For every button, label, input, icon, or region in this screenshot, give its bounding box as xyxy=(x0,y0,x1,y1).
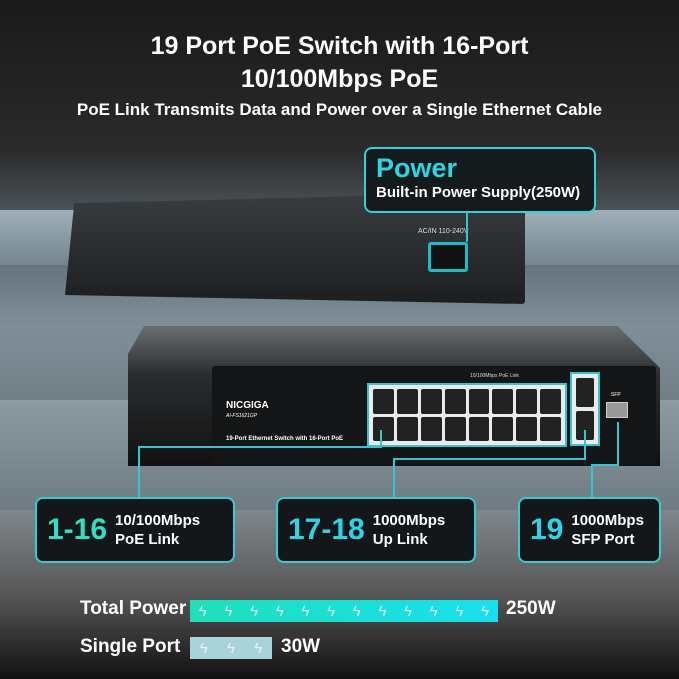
lightning-bolt-icon: ϟ xyxy=(250,602,259,620)
port xyxy=(492,389,514,414)
sfp-label: SFP xyxy=(611,392,621,398)
lightning-bolt-icon: ϟ xyxy=(455,602,464,620)
lightning-bolt-icon: ϟ xyxy=(378,602,387,620)
power-desc: Built-in Power Supply(250W) xyxy=(376,184,581,201)
connector-line xyxy=(138,446,140,498)
headline-line1: 19 Port PoE Switch with 16-Port xyxy=(150,32,529,60)
lightning-bolt-icon: ϟ xyxy=(224,602,233,620)
total-power-label: Total Power xyxy=(80,598,187,619)
lightning-bolt-icon: ϟ xyxy=(327,602,336,620)
lightning-bolt-icon: ϟ xyxy=(404,602,413,620)
callout-line2: Up Link xyxy=(372,531,428,548)
connector-line xyxy=(617,422,619,466)
connector-line xyxy=(591,464,593,498)
port xyxy=(492,416,514,441)
lightning-bolt-icon: ϟ xyxy=(198,602,207,620)
model-number: AI-FS1621GP xyxy=(226,413,258,419)
callout-number: 19 xyxy=(530,513,564,546)
switch-description: 19-Port Ethernet Switch with 16-Port PoE xyxy=(226,436,344,442)
port xyxy=(373,389,394,414)
brand-logo: NICGIGA xyxy=(226,400,269,411)
sfp-port xyxy=(606,402,628,418)
power-title: Power xyxy=(376,153,458,183)
callout-line1: 10/100Mbps xyxy=(115,512,201,529)
port xyxy=(516,416,538,441)
port xyxy=(576,411,594,440)
connector-line xyxy=(466,210,468,242)
headline: 19 Port PoE Switch with 16-Port 10/100Mbp… xyxy=(0,30,679,96)
port xyxy=(420,416,442,441)
port xyxy=(516,389,538,414)
callout-line1: 1000Mbps xyxy=(571,512,644,529)
port xyxy=(576,378,594,407)
callout-line2: SFP Port xyxy=(571,531,635,548)
port xyxy=(540,389,561,414)
port xyxy=(468,389,490,414)
connector-line xyxy=(584,430,586,460)
callout-line2: PoE Link xyxy=(115,531,180,548)
callout-uplink-ports: 17-18 1000Mbps Up Link xyxy=(276,497,476,563)
port xyxy=(373,416,394,441)
subtitle: PoE Link Transmits Data and Power over a… xyxy=(76,100,603,119)
callout-line1: 1000Mbps xyxy=(372,512,446,529)
lightning-bolt-icon: ϟ xyxy=(352,602,361,620)
port xyxy=(396,389,418,414)
poe-ports xyxy=(367,383,567,447)
lightning-bolt-icon: ϟ xyxy=(227,639,235,657)
port xyxy=(444,389,466,414)
headline-line2: 10/100Mbps PoE xyxy=(240,65,439,93)
callout-number: 1-16 xyxy=(47,513,108,546)
power-socket-icon xyxy=(428,242,468,272)
connector-line xyxy=(393,458,395,498)
port xyxy=(444,416,466,441)
connector-line xyxy=(138,446,380,448)
port xyxy=(468,416,490,441)
callout-number: 17-18 xyxy=(288,513,365,546)
connector-line xyxy=(591,464,619,466)
lightning-bolt-icon: ϟ xyxy=(481,602,490,620)
port xyxy=(396,416,418,441)
port xyxy=(420,389,442,414)
port xyxy=(540,416,561,441)
single-port-value: 30W xyxy=(281,636,321,657)
rear-label: AC/IN 110-240V xyxy=(418,228,469,235)
total-power-value: 250W xyxy=(506,598,556,619)
lightning-bolt-icon: ϟ xyxy=(199,639,208,657)
lightning-bolt-icon: ϟ xyxy=(254,639,263,657)
lightning-bolt-icon: ϟ xyxy=(301,602,310,620)
port-label: 10/100Mbps PoE Link xyxy=(470,373,519,379)
lightning-bolt-icon: ϟ xyxy=(275,602,284,620)
connector-line xyxy=(393,458,586,460)
connector-line xyxy=(380,430,382,448)
power-callout: Power Built-in Power Supply(250W) xyxy=(364,147,596,213)
lightning-bolt-icon: ϟ xyxy=(429,602,438,620)
single-port-label: Single Port xyxy=(80,636,181,657)
